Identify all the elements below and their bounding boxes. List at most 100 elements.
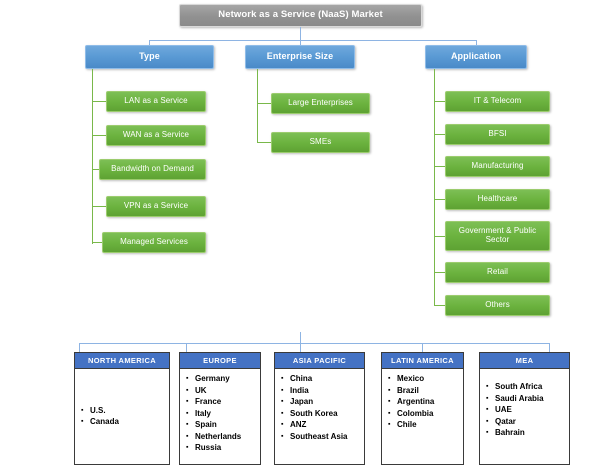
connector-spine-enterprise-size: [257, 69, 258, 143]
connector-root-stem: [300, 27, 301, 41]
list-item: ▪ Bahrain: [486, 427, 569, 439]
bullet-icon: ▪: [281, 386, 284, 394]
enterprise-size-item-label: SMEs: [309, 137, 332, 147]
connector-drop-application: [476, 40, 477, 45]
application-item-manufacturing[interactable]: Manufacturing: [445, 156, 550, 177]
country-label: Southeast Asia: [290, 431, 348, 441]
list-item: ▪ Spain: [186, 419, 260, 431]
application-item-label: Manufacturing: [471, 161, 524, 171]
connector-root-bus: [149, 40, 477, 41]
region-country-list-latin-america: ▪ Mexico ▪ Brazil ▪ Argentina ▪ Colombia…: [382, 369, 463, 431]
type-item-wan-as-a-service[interactable]: WAN as a Service: [106, 125, 206, 146]
application-item-it-and-telecom[interactable]: IT & Telecom: [445, 91, 550, 112]
bullet-icon: ▪: [388, 386, 391, 394]
application-item-label: Healthcare: [477, 194, 518, 204]
application-item-others[interactable]: Others: [445, 295, 550, 316]
type-item-managed-services[interactable]: Managed Services: [102, 232, 206, 253]
bullet-icon: ▪: [281, 421, 284, 428]
region-panel-europe[interactable]: EUROPE ▪ Germany ▪ UK ▪ France ▪ Italy ▪…: [179, 352, 261, 465]
list-item: ▪ UK: [186, 385, 260, 397]
connector-stub-app-7: [434, 305, 445, 306]
bullet-icon: ▪: [186, 409, 189, 417]
type-item-bandwidth-on-demand[interactable]: Bandwidth on Demand: [99, 159, 206, 180]
bullet-icon: ▪: [281, 375, 284, 382]
type-item-lan-as-a-service[interactable]: LAN as a Service: [106, 91, 206, 112]
list-item: ▪ Russia: [186, 442, 260, 454]
list-item: ▪ Germany: [186, 373, 260, 385]
connector-stub-app-6: [434, 272, 445, 273]
branch-header-enterprise-size[interactable]: Enterprise Size: [245, 45, 355, 69]
connector-spine-type: [92, 69, 93, 244]
bullet-icon: ▪: [486, 406, 489, 413]
branch-header-application[interactable]: Application: [425, 45, 527, 69]
type-item-label: WAN as a Service: [122, 130, 190, 140]
bullet-icon: ▪: [281, 432, 284, 440]
list-item: ▪ South Africa: [486, 381, 569, 393]
list-item: ▪ Brazil: [388, 385, 463, 397]
application-item-healthcare[interactable]: Healthcare: [445, 189, 550, 210]
application-item-retail[interactable]: Retail: [445, 262, 550, 283]
bullet-icon: ▪: [186, 386, 189, 394]
connector-stub-app-5: [434, 236, 445, 237]
connector-drop-north-america: [79, 343, 80, 352]
region-panel-mea[interactable]: MEA ▪ South Africa ▪ Saudi Arabia ▪ UAE …: [479, 352, 570, 465]
list-item: ▪ Canada: [81, 416, 169, 428]
list-item: ▪ Colombia: [388, 408, 463, 420]
bullet-icon: ▪: [486, 429, 489, 436]
list-item: ▪ Netherlands: [186, 431, 260, 443]
country-label: Brazil: [397, 385, 419, 395]
country-label: Canada: [90, 417, 119, 426]
branch-header-type[interactable]: Type: [85, 45, 214, 69]
country-label: Saudi Arabia: [495, 393, 544, 403]
country-label: Chile: [397, 420, 417, 429]
enterprise-size-item-smes[interactable]: SMEs: [271, 132, 370, 153]
list-item: ▪ Southeast Asia: [281, 431, 364, 443]
country-label: Japan: [290, 397, 314, 406]
region-header-asia-pacific: ASIA PACIFIC: [275, 353, 364, 369]
country-label: France: [195, 397, 222, 406]
region-panel-north-america[interactable]: NORTH AMERICA ▪ U.S. ▪ Canada: [74, 352, 170, 465]
enterprise-size-item-large-enterprises[interactable]: Large Enterprises: [271, 93, 370, 114]
region-panel-latin-america[interactable]: LATIN AMERICA ▪ Mexico ▪ Brazil ▪ Argent…: [381, 352, 464, 465]
connector-stub-app-2: [434, 134, 445, 135]
list-item: ▪ Mexico: [388, 373, 463, 385]
country-label: Colombia: [397, 408, 434, 418]
bullet-icon: ▪: [281, 398, 284, 405]
country-label: Qatar: [495, 416, 516, 426]
connector-drop-type: [149, 40, 150, 45]
branch-header-application-label: Application: [450, 51, 502, 62]
type-item-label: VPN as a Service: [123, 201, 189, 211]
region-country-list-europe: ▪ Germany ▪ UK ▪ France ▪ Italy ▪ Spain …: [180, 369, 260, 454]
region-header-north-america: NORTH AMERICA: [75, 353, 169, 369]
application-item-label: IT & Telecom: [473, 96, 522, 106]
bullet-icon: ▪: [186, 444, 189, 451]
country-label: China: [290, 374, 313, 383]
enterprise-size-item-label: Large Enterprises: [288, 98, 353, 108]
connector-stub-type-4: [92, 206, 106, 207]
country-label: Argentina: [397, 397, 435, 406]
country-label: Germany: [195, 374, 230, 383]
region-country-list-mea: ▪ South Africa ▪ Saudi Arabia ▪ UAE ▪ Qa…: [480, 369, 569, 439]
connector-stub-ent-2: [257, 142, 271, 143]
region-country-list-north-america: ▪ U.S. ▪ Canada: [75, 369, 169, 463]
application-item-government-and-public-sector[interactable]: Government & Public Sector: [445, 221, 550, 251]
connector-stub-app-3: [434, 166, 445, 167]
branch-header-type-label: Type: [139, 51, 160, 62]
bullet-icon: ▪: [388, 375, 391, 382]
list-item: ▪ UAE: [486, 404, 569, 416]
branch-header-enterprise-size-label: Enterprise Size: [266, 51, 334, 62]
type-item-label: LAN as a Service: [124, 96, 188, 106]
country-label: UK: [195, 385, 207, 395]
bullet-icon: ▪: [388, 409, 391, 417]
application-item-bfsi[interactable]: BFSI: [445, 124, 550, 145]
type-item-vpn-as-a-service[interactable]: VPN as a Service: [106, 196, 206, 217]
list-item: ▪ Saudi Arabia: [486, 393, 569, 405]
list-item: ▪ France: [186, 396, 260, 408]
region-country-list-asia-pacific: ▪ China ▪ India ▪ Japan ▪ South Korea ▪ …: [275, 369, 364, 442]
region-panel-asia-pacific[interactable]: ASIA PACIFIC ▪ China ▪ India ▪ Japan ▪ S…: [274, 352, 365, 465]
connector-region-bus: [79, 343, 549, 344]
type-item-label: Bandwidth on Demand: [111, 164, 194, 174]
country-label: South Africa: [495, 382, 543, 391]
connector-drop-latin-america: [422, 343, 423, 352]
